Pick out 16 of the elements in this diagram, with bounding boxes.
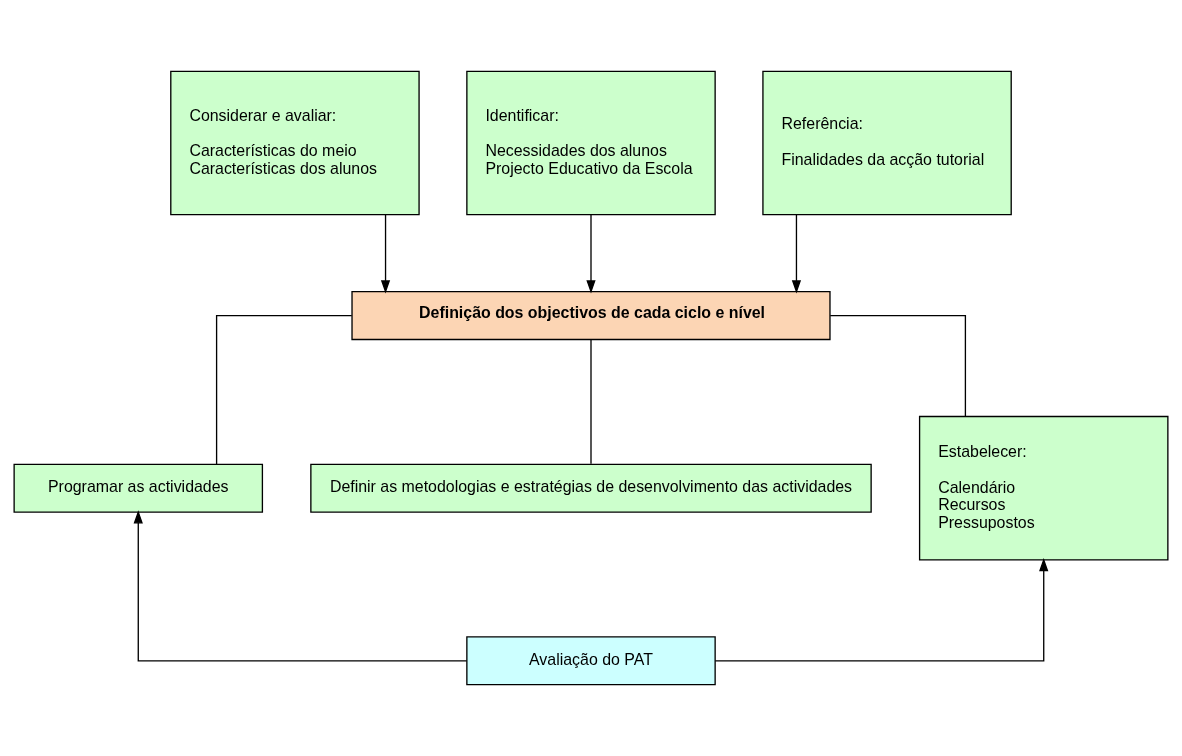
arrow <box>380 214 391 294</box>
connector <box>215 314 353 465</box>
node-box: Programar as actividades <box>13 463 264 513</box>
connector <box>590 338 592 465</box>
arrow <box>791 214 802 294</box>
arrow <box>586 214 596 294</box>
node-box: Definir as metodologias e estratégias de desenvolvimento das actividades <box>310 463 872 513</box>
arrow <box>133 510 468 662</box>
node-box: Avaliação do PAT <box>466 636 716 686</box>
node-box: Identificar: Necessidades dos alunos Projecto Educativo da Escola <box>466 70 716 216</box>
node-box: Considerar e avaliar: Características do meio Características dos alunos <box>170 70 420 216</box>
node-box: Definição dos objectivos de cada ciclo e nível <box>351 291 831 341</box>
node-box: Estabelecer: Calendário Recursos Pressupostos <box>918 415 1169 561</box>
connector <box>829 314 967 418</box>
arrow <box>714 557 1049 662</box>
node-box: Referência: Finalidades da acção tutorial <box>762 70 1012 216</box>
